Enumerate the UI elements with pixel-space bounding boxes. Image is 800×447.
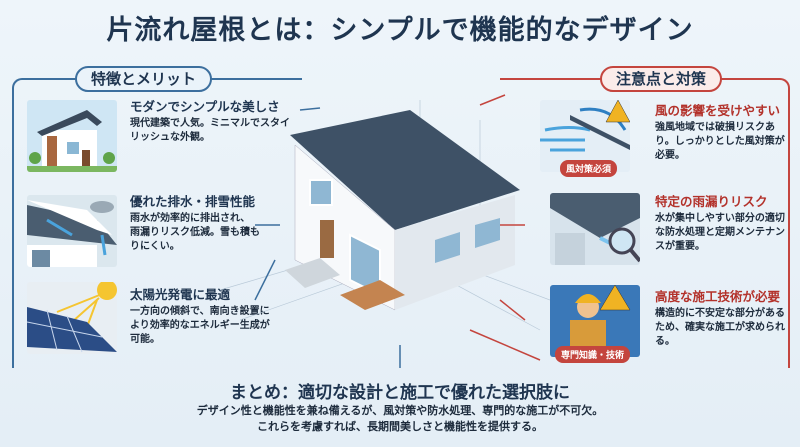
- wind-badge: 風対策必須: [560, 160, 618, 177]
- summary-title: まとめ：適切な設計と施工で優れた選択肢に: [230, 383, 570, 403]
- leak-illustration: [550, 193, 640, 265]
- caution-item: 特定の雨漏りリスク 水が集中しやすい部分の適切な防水処理と定期メンテナンスが重要…: [655, 195, 790, 254]
- caution-body: 水が集中しやすい部分の適切な防水処理と定期メンテナンスが重要。: [655, 213, 785, 252]
- modern-house-illustration: [27, 100, 117, 172]
- merit-body: 一方向の傾斜で、南向き設置により効率的なエネルギー生成が可能。: [130, 306, 270, 345]
- merit-heading: 太陽光発電に最適: [130, 287, 231, 302]
- summary-body: デザイン性と機能性を兼ね備えるが、風対策や防水処理、専門的な施工が不可欠。 これ…: [0, 403, 800, 435]
- merit-item: 優れた排水・排雪性能 雨水が効率的に排出され、雨漏りリスク低減。雪も積もりにくい…: [130, 195, 260, 254]
- caution-item: 高度な施工技術が必要 構造的に不安定な部分があるため、確実な施工が求められる。: [655, 290, 790, 349]
- caution-heading: 風の影響を受けやすい: [655, 103, 781, 118]
- page-title: 片流れ屋根とは：シンプルで機能的なデザイン: [106, 15, 694, 46]
- caution-item: 風の影響を受けやすい 強風地域では破損リスクあり。しっかりとした風対策が必要。: [655, 104, 785, 163]
- merit-item: モダンでシンプルな美しさ 現代建築で人気。ミニマルでスタイリッシュな外観。: [130, 100, 295, 145]
- merit-heading: モダンでシンプルな美しさ: [130, 99, 280, 114]
- caution-heading: 特定の雨漏りリスク: [655, 194, 768, 209]
- caution-body: 構造的に不安定な部分があるため、確実な施工が求められる。: [655, 308, 785, 347]
- drainage-illustration: [27, 195, 117, 267]
- mono-pitch-house-illustration: [220, 100, 550, 331]
- solar-panel-illustration: [27, 282, 117, 354]
- summary-line: デザイン性と機能性を兼ね備えるが、風対策や防水処理、専門的な施工が不可欠。: [196, 404, 604, 417]
- merit-item: 太陽光発電に最適 一方向の傾斜で、南向き設置により効率的なエネルギー生成が可能。: [130, 288, 270, 347]
- merit-body: 現代建築で人気。ミニマルでスタイリッシュな外観。: [130, 118, 290, 143]
- wind-illustration: [540, 100, 630, 172]
- merits-label: 特徴とメリット: [75, 66, 213, 92]
- cautions-label: 注意点と対策: [600, 66, 723, 92]
- caution-heading: 高度な施工技術が必要: [655, 289, 781, 304]
- caution-body: 強風地域では破損リスクあり。しっかりとした風対策が必要。: [655, 122, 785, 161]
- merit-heading: 優れた排水・排雪性能: [130, 194, 256, 209]
- merit-body: 雨水が効率的に排出され、雨漏りリスク低減。雪も積もりにくい。: [130, 213, 260, 252]
- expertise-badge: 専門知識・技術: [555, 346, 631, 363]
- summary-line: これらを考慮すれば、長期間美しさと機能性を提供する。: [257, 420, 543, 433]
